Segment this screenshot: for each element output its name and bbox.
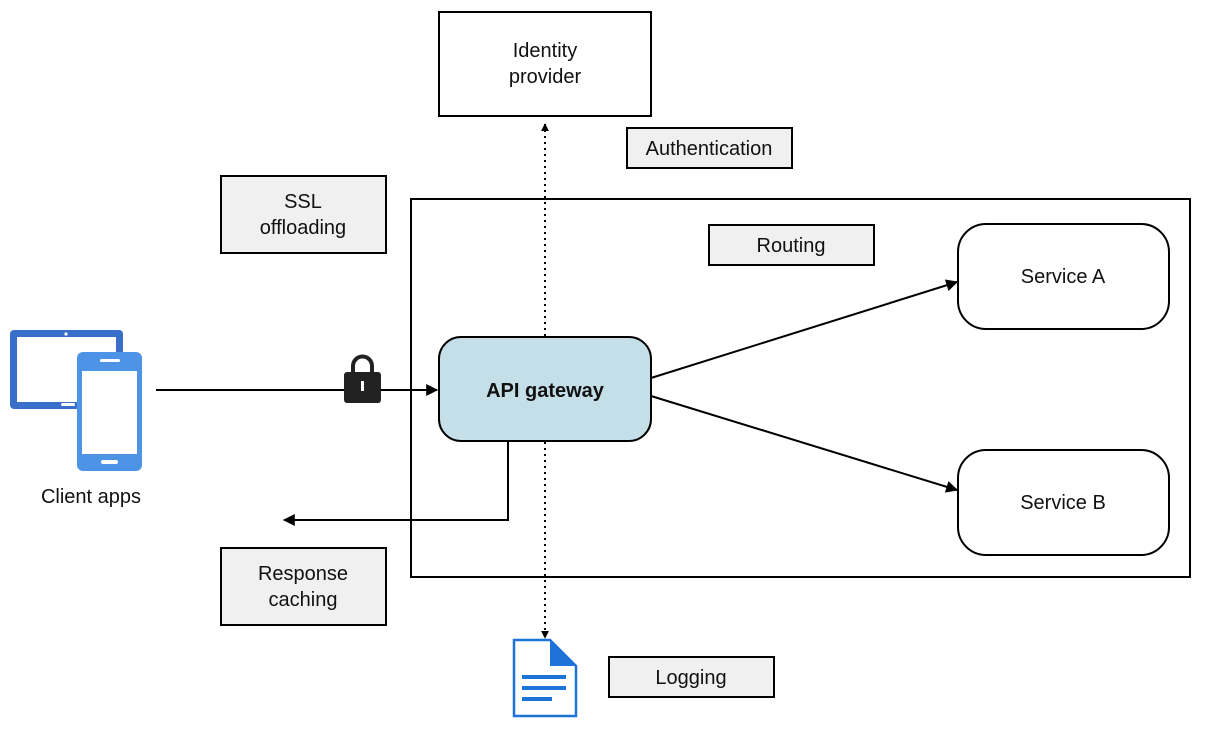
authentication-label-box: Authentication xyxy=(626,127,793,169)
ssl-offloading-box: SSL offloading xyxy=(220,175,387,254)
tablet-phone-icon xyxy=(10,330,142,471)
ssl-offloading-line2: offloading xyxy=(260,217,346,239)
logging-label-box: Logging xyxy=(608,656,775,698)
document-icon xyxy=(512,638,578,718)
routing-label: Routing xyxy=(757,235,826,257)
client-apps-label: Client apps xyxy=(41,486,141,508)
authentication-label: Authentication xyxy=(646,138,773,160)
identity-provider-box: Identity provider xyxy=(438,11,652,117)
api-gateway-label: API gateway xyxy=(486,380,605,402)
lock-icon xyxy=(344,354,381,403)
response-caching-box: Response caching xyxy=(220,547,387,626)
service-a-box: Service A xyxy=(957,223,1170,330)
service-b-label: Service B xyxy=(1020,492,1106,514)
service-a-label: Service A xyxy=(1021,266,1106,288)
ssl-offloading-line1: SSL xyxy=(284,191,322,213)
logging-label: Logging xyxy=(655,667,726,689)
service-b-box: Service B xyxy=(957,449,1170,556)
routing-label-box: Routing xyxy=(708,224,875,266)
identity-provider-line1: Identity xyxy=(513,40,577,62)
response-caching-line1: Response xyxy=(258,563,348,585)
gateway-boundary xyxy=(410,198,1191,578)
gateway-to-service-b-arrow xyxy=(650,395,959,493)
response-caching-line2: caching xyxy=(269,589,338,611)
api-gateway-box: API gateway xyxy=(438,336,652,442)
response-return-arrow xyxy=(282,442,509,526)
gateway-to-service-a-arrow xyxy=(650,279,959,379)
identity-provider-line2: provider xyxy=(509,66,582,88)
